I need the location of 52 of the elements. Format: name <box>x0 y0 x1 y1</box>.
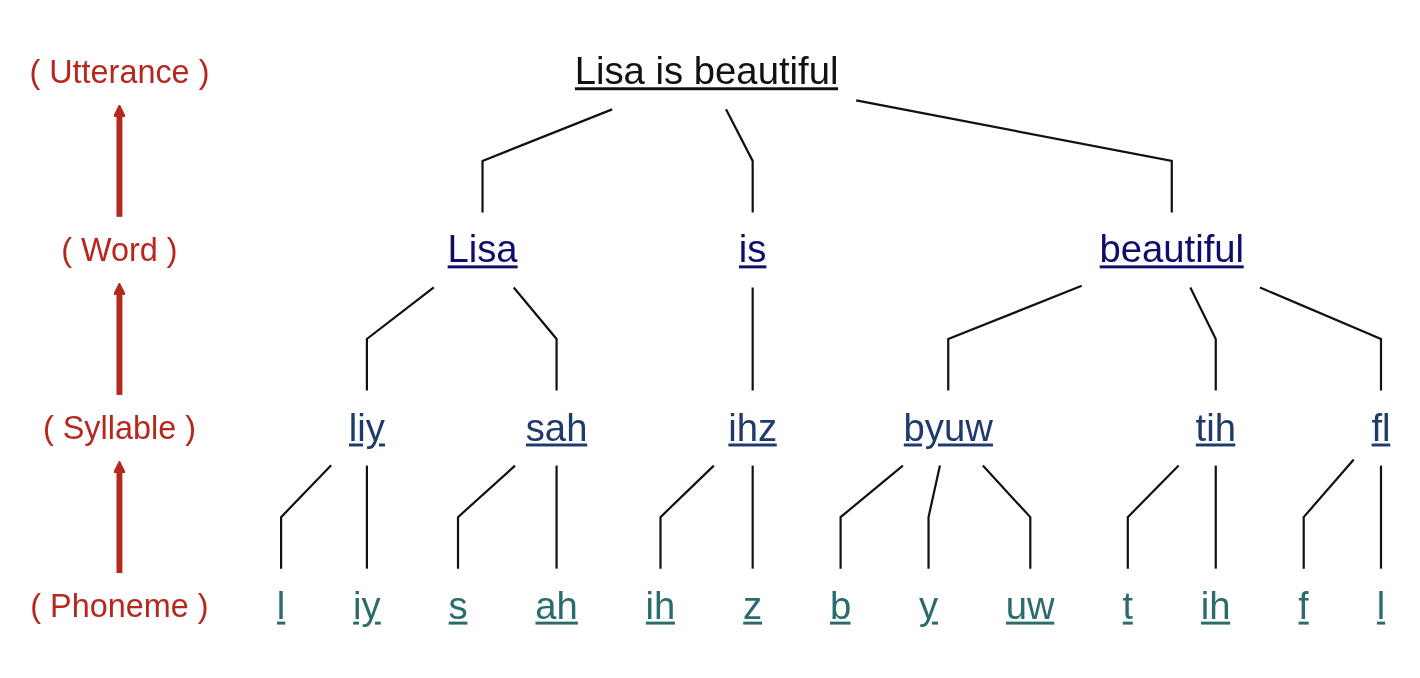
connector <box>982 464 1032 569</box>
node-text: y <box>918 583 939 628</box>
node-text: fl <box>1371 405 1391 450</box>
connector <box>365 465 368 569</box>
node-text: s <box>448 583 468 628</box>
connector <box>725 108 754 213</box>
arrow <box>112 282 126 395</box>
connector <box>280 464 332 569</box>
node-text: ihz <box>728 405 778 450</box>
connector <box>839 464 904 569</box>
connector <box>1126 464 1180 569</box>
node-text: tih <box>1195 405 1236 450</box>
node-text: uw <box>1005 583 1055 628</box>
arrow <box>112 460 126 574</box>
node-text: ( Word ) <box>61 231 178 269</box>
node-text: ( Utterance ) <box>29 53 210 91</box>
connector <box>512 286 558 391</box>
node-text: Lisa <box>447 227 518 272</box>
node-text: beautiful <box>1099 227 1245 272</box>
connector <box>751 465 754 569</box>
node-text: byuw <box>903 405 993 450</box>
connector <box>555 465 558 569</box>
node-text: is <box>738 227 767 272</box>
node-text: b <box>829 583 852 628</box>
arrow <box>112 104 126 217</box>
node-text: ( Phoneme ) <box>30 587 209 625</box>
node-text: l <box>276 583 286 628</box>
node-text: Lisa is beautiful <box>574 49 839 94</box>
node-text: ih <box>645 583 676 628</box>
node-text: ah <box>535 583 578 628</box>
node-text: z <box>743 583 763 628</box>
connector <box>1302 458 1355 569</box>
connector <box>456 464 516 569</box>
connector <box>751 287 754 391</box>
connector <box>1189 287 1217 391</box>
node-text: iy <box>353 583 381 628</box>
connector <box>927 465 941 569</box>
connector <box>1214 465 1217 569</box>
node-text: t <box>1122 583 1134 628</box>
connector <box>481 108 613 213</box>
connector <box>947 284 1083 391</box>
node-text: sah <box>525 405 588 450</box>
node-text: liy <box>348 405 385 450</box>
connector <box>1379 465 1383 569</box>
node-text: l <box>1376 583 1386 628</box>
connector <box>659 464 715 569</box>
node-text: f <box>1298 583 1310 628</box>
connector <box>365 286 435 391</box>
node-text: ( Syllable ) <box>42 409 196 447</box>
connector <box>1259 286 1383 391</box>
connector <box>855 99 1173 213</box>
node-text: ih <box>1200 583 1231 628</box>
